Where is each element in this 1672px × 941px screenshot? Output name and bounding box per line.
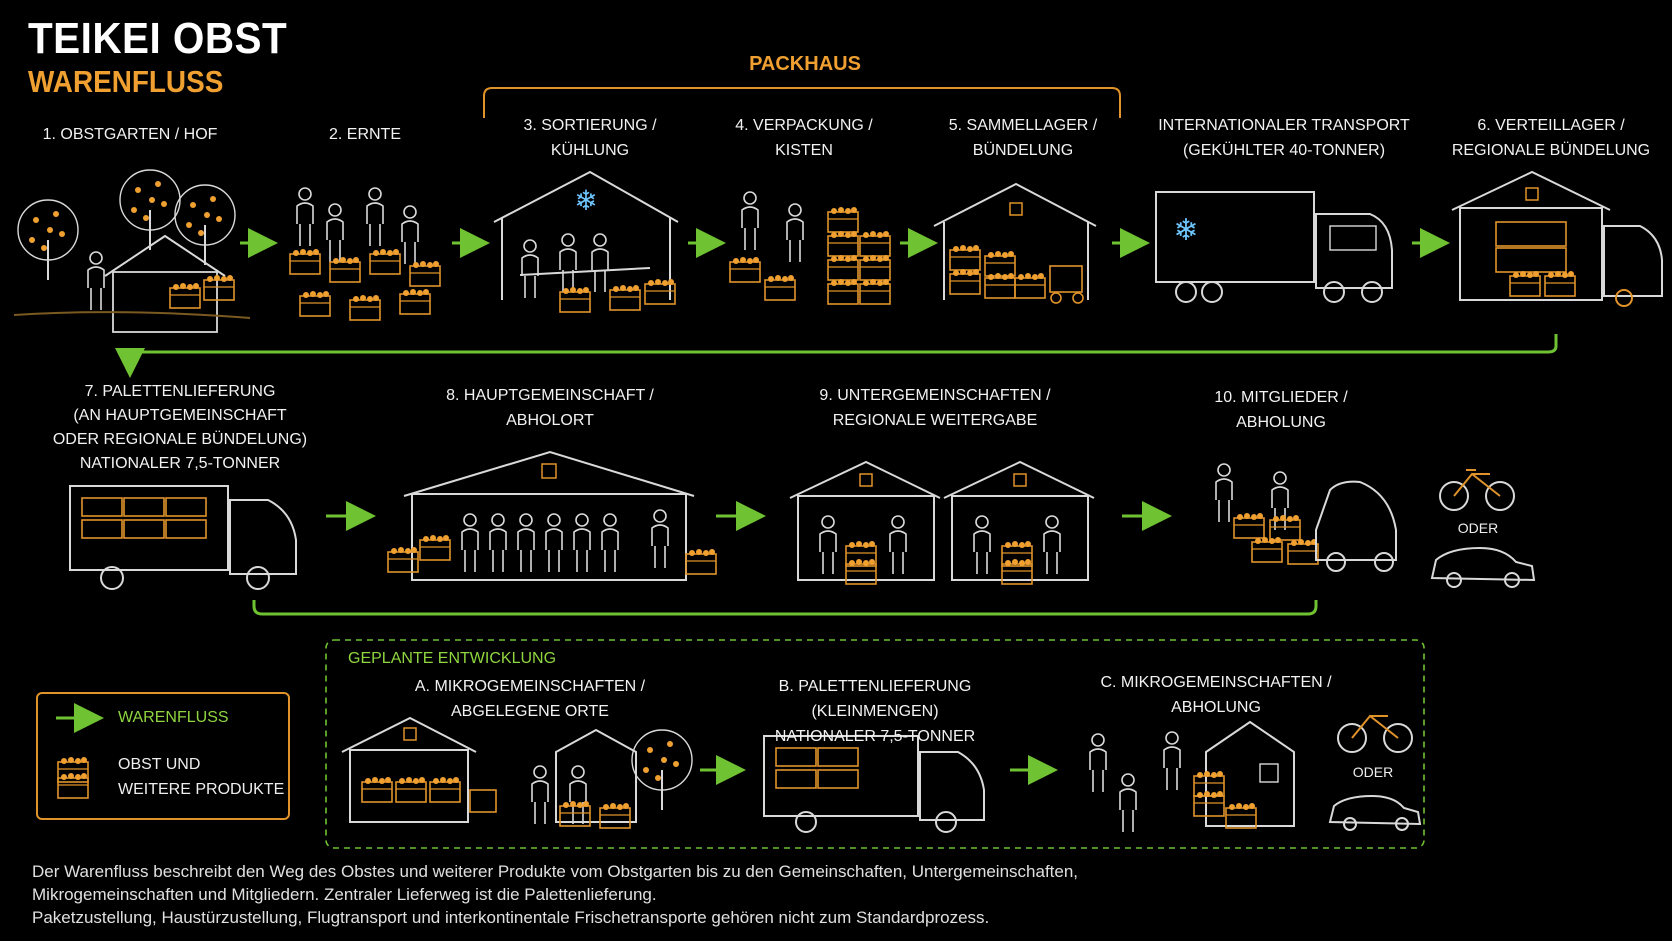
truck-7-5t-small-icon bbox=[763, 735, 985, 833]
oder-label-planned: ODER bbox=[1352, 764, 1394, 780]
step-4-label: 4. VERPACKUNG /KISTEN bbox=[735, 117, 873, 159]
truck-40t-icon: ❄ bbox=[1155, 191, 1393, 303]
transport-international-label: INTERNATIONALER TRANSPORT(GEKÜHLTER 40-T… bbox=[1158, 117, 1410, 159]
car-icon bbox=[1430, 546, 1536, 588]
legend bbox=[36, 692, 290, 820]
flow-connector bbox=[115, 334, 1558, 378]
packing-icon bbox=[729, 191, 891, 305]
step-3-label: 3. SORTIERUNG /KÜHLUNG bbox=[523, 117, 657, 159]
packhaus-bracket bbox=[483, 87, 1121, 118]
step-a-label: A. MIKROGEMEINSCHAFTEN /ABGELEGENE ORTE bbox=[414, 678, 646, 720]
page-title: TEIKEI OBST bbox=[28, 14, 288, 63]
step-9-label: 9. UNTERGEMEINSCHAFTEN /REGIONALE WEITER… bbox=[819, 387, 1051, 429]
step-10-label: 10. MITGLIEDER /ABHOLUNG bbox=[1214, 389, 1348, 431]
step-7-label: 7. PALETTENLIEFERUNG(AN HAUPTGEMEINSCHAF… bbox=[52, 383, 308, 472]
legend-flow-label: WARENFLUSS bbox=[118, 709, 229, 726]
sub-community-icon bbox=[789, 460, 1095, 585]
step-1-label: 1. OBSTGARTEN / HOF bbox=[42, 126, 218, 143]
bicycle-icon-planned bbox=[1337, 714, 1413, 753]
harvest-icon bbox=[289, 187, 441, 321]
step-b-label: B. PALETTENLIEFERUNG (KLEINMENGEN)NATION… bbox=[774, 678, 976, 745]
warehouse-icon bbox=[933, 182, 1097, 304]
step-8-label: 8. HAUPTGEMEINSCHAFT /ABHOLORT bbox=[446, 387, 654, 429]
planned-title: GEPLANTE ENTWICKLUNG bbox=[348, 650, 557, 667]
svg-text:❄: ❄ bbox=[574, 184, 597, 217]
truck-7-5t-icon bbox=[69, 485, 297, 590]
step-6-label: 6. VERTEILLAGER /REGIONALE BÜNDELUNG bbox=[1451, 117, 1651, 159]
packhaus-label: PACKHAUS bbox=[749, 53, 861, 75]
car-icon-planned bbox=[1328, 794, 1422, 831]
micro-community-remote-icon bbox=[341, 716, 693, 829]
community-hall-icon bbox=[387, 450, 717, 581]
page-subtitle: WARENFLUSS bbox=[28, 64, 224, 99]
member-pickup-icon bbox=[1215, 463, 1397, 572]
step-2-label: 2. ERNTE bbox=[328, 126, 401, 143]
distribution-center-icon bbox=[1451, 170, 1663, 307]
planned-box bbox=[325, 639, 1425, 849]
micro-community-pickup-icon bbox=[1089, 720, 1295, 833]
cooling-hall-icon: ❄ bbox=[493, 170, 679, 313]
bicycle-icon bbox=[1439, 469, 1515, 511]
orchard-icon bbox=[13, 169, 251, 333]
flow-connector-bottom bbox=[252, 600, 1318, 616]
svg-text:❄: ❄ bbox=[1173, 213, 1198, 248]
step-c-label: C. MIKROGEMEINSCHAFTEN /ABHOLUNG bbox=[1100, 674, 1332, 716]
footer-text: Der Warenfluss beschreibt den Weg des Ob… bbox=[32, 862, 1079, 927]
step-5-label: 5. SAMMELLAGER /BÜNDELUNG bbox=[948, 117, 1098, 159]
oder-label: ODER bbox=[1457, 520, 1499, 536]
